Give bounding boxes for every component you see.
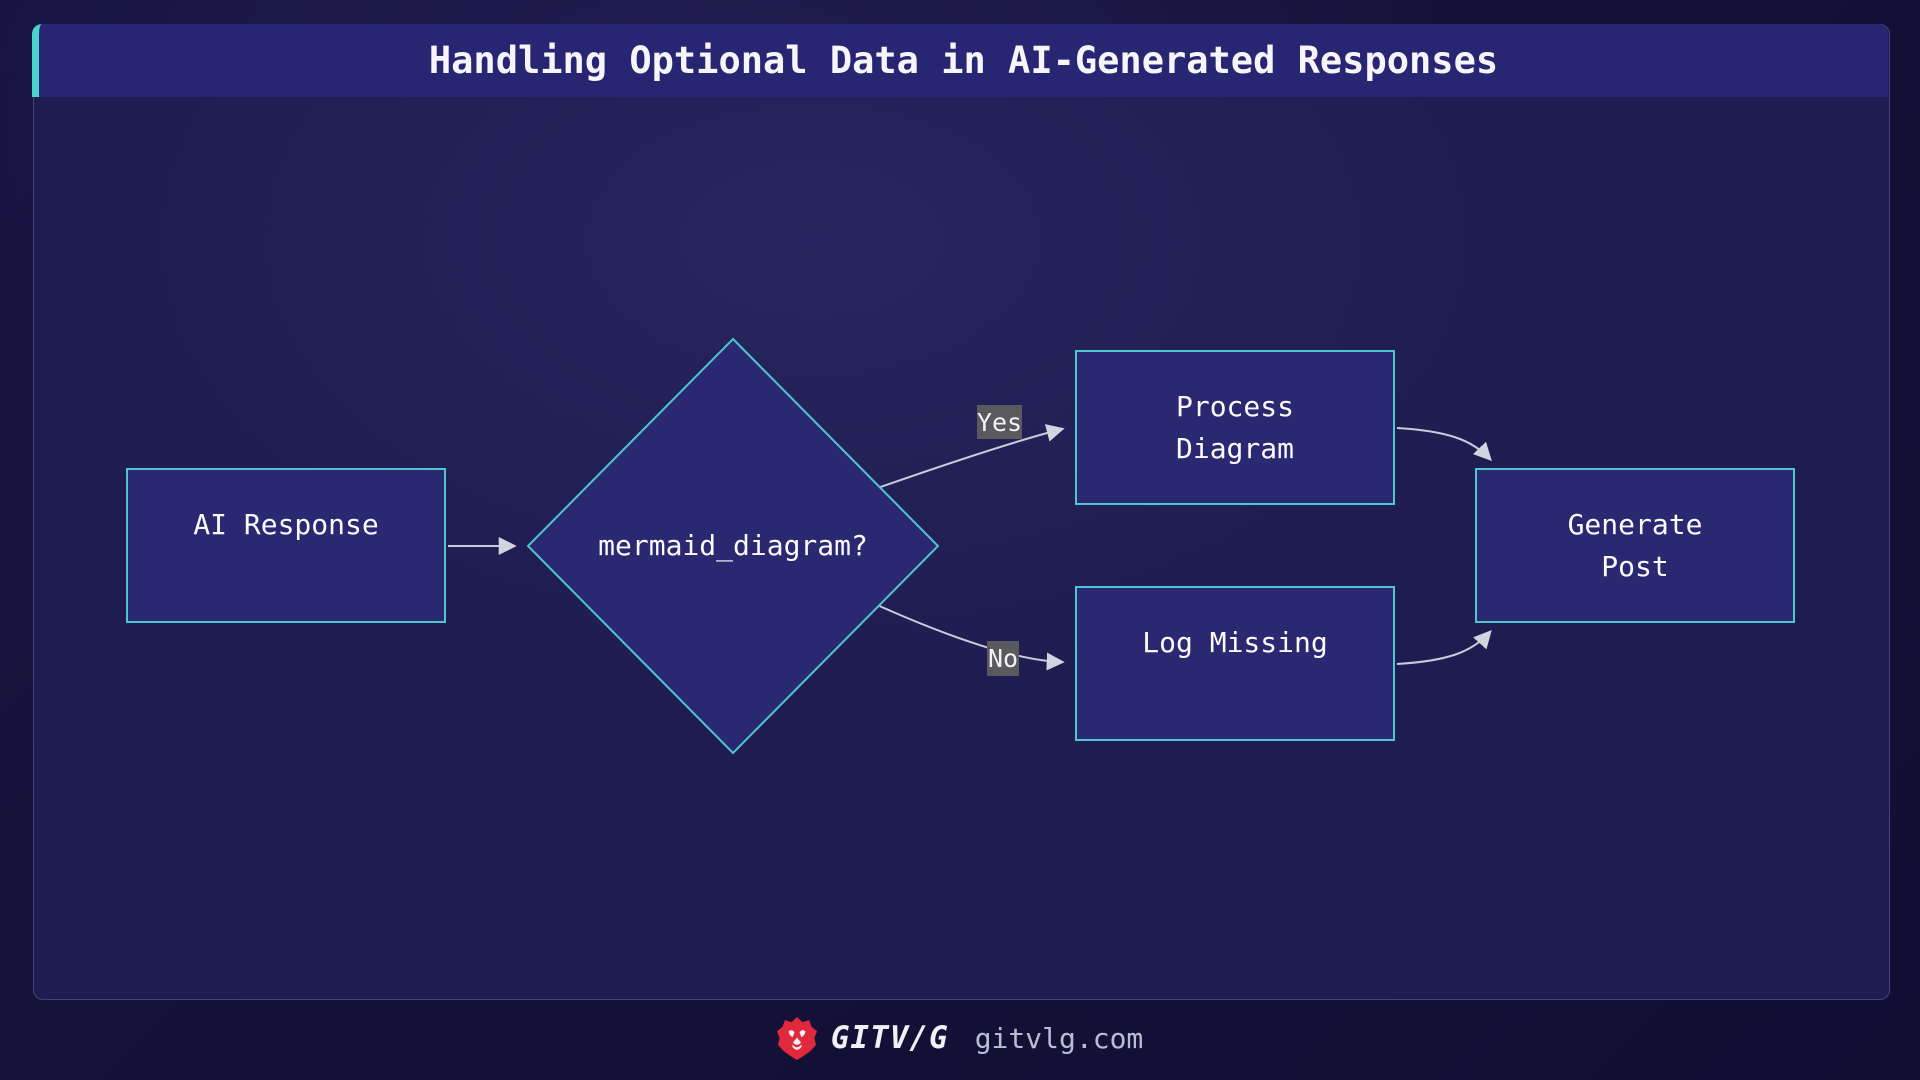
header-bar: Handling Optional Data in AI-Generated R…: [32, 24, 1888, 97]
node-process-diagram: Process Diagram: [1075, 350, 1395, 505]
node-label: AI Response: [193, 507, 379, 541]
edge-decision-no-to-logmissing: [874, 603, 1065, 671]
node-label-line2: Post: [1601, 549, 1669, 583]
lion-left-eye: [788, 1030, 795, 1038]
page-title: Handling Optional Data in AI-Generated R…: [428, 39, 1499, 82]
node-label: Process: [1175, 389, 1294, 423]
edge-label-no: No: [987, 641, 1019, 676]
edge-decision-yes-to-process: [871, 424, 1065, 491]
lion-muzzle: [792, 1044, 802, 1050]
decision-label: mermaid_diagram?: [598, 529, 868, 562]
node-label-line2: [128, 546, 444, 588]
brand-name: GITV/G: [830, 1020, 949, 1056]
lion-logo-icon: [776, 1017, 817, 1060]
node-label-line2: Diagram: [1175, 431, 1294, 465]
lion-nose: [792, 1037, 801, 1045]
node-label: Generate: [1567, 507, 1703, 541]
lion-right-eye: [799, 1030, 806, 1038]
brand-domain: gitvlg.com: [974, 1021, 1144, 1055]
footer: GITV/G gitvlg.com: [0, 1008, 1920, 1068]
node-log-missing: Log Missing: [1075, 586, 1395, 741]
edge-label-yes: Yes: [977, 405, 1022, 439]
edge-logmissing-to-generate: [1396, 629, 1492, 665]
node-generate-post: Generate Post: [1475, 468, 1795, 623]
node-label-line2: [1077, 664, 1393, 706]
node-label: Log Missing: [1142, 625, 1328, 659]
decision-diamond: [526, 337, 940, 755]
edge-process-to-generate: [1396, 427, 1492, 461]
node-ai-response: AI Response: [126, 468, 446, 623]
